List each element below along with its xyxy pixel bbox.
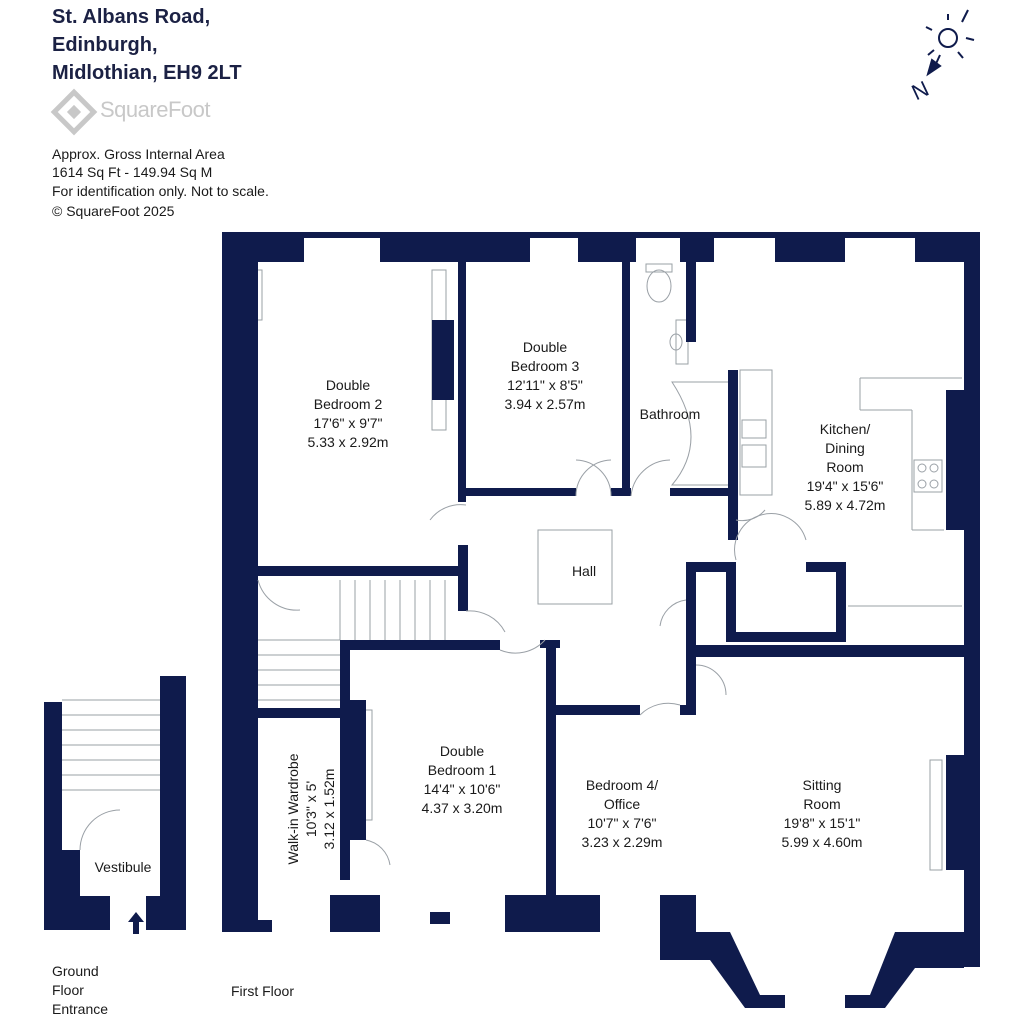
logo-text: SquareFoot <box>100 97 210 122</box>
address-line-3: Midlothian, EH9 2LT <box>52 62 242 84</box>
copyright: © SquareFoot 2025 <box>52 203 175 219</box>
room-bathroom: Bathroom <box>639 406 701 422</box>
disclaimer: For identification only. Not to scale. <box>52 183 269 199</box>
room-bedroom-4-office: Bedroom 4/Office 10'7" x 7'6"3.23 x 2.29… <box>581 777 663 850</box>
compass-icon <box>925 9 975 77</box>
entrance-arrow-icon <box>128 912 144 934</box>
room-hall: Hall <box>571 563 597 579</box>
room-vestibule: Vestibule <box>94 859 152 875</box>
area-heading: Approx. Gross Internal Area <box>52 146 225 162</box>
area-value: 1614 Sq Ft - 149.94 Sq M <box>52 164 213 180</box>
hall-rug <box>537 529 613 605</box>
address-line-1: St. Albans Road, <box>52 6 211 28</box>
address-line-2: Edinburgh, <box>52 34 158 56</box>
squarefoot-logo-icon <box>50 88 98 136</box>
compass-north: N <box>908 76 933 105</box>
first-floor-label: First Floor <box>231 983 294 999</box>
